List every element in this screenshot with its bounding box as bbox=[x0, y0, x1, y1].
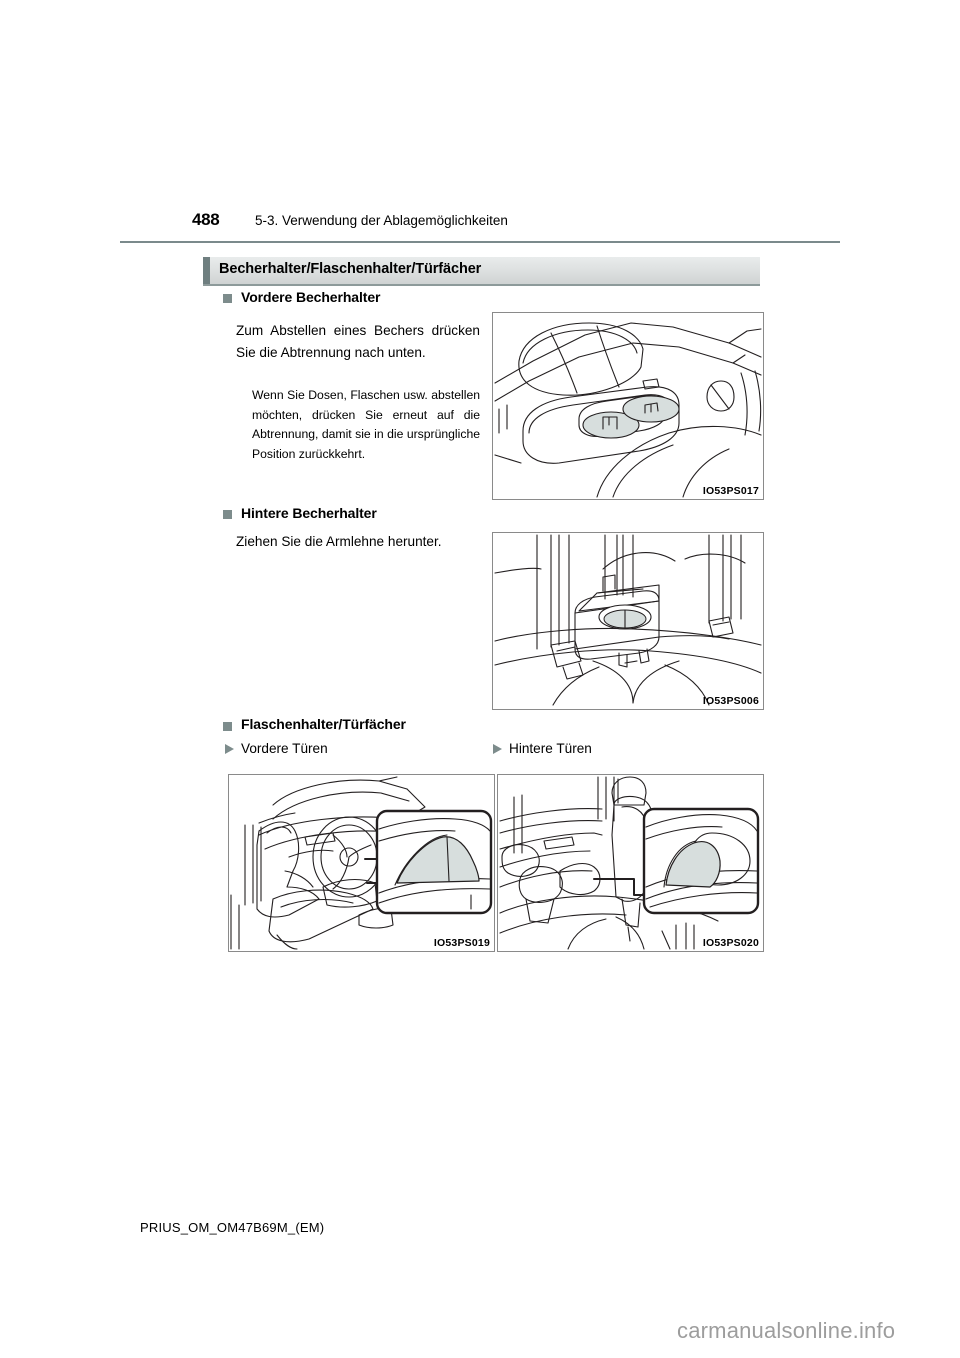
subsection-label-front-doors: Vordere Türen bbox=[241, 741, 328, 756]
block-note-front-cupholders: Wenn Sie Dosen, Flaschen usw. abstellen … bbox=[252, 388, 480, 461]
block-body-front-cupholders: Zum Abstellen eines Bechers drücken Sie … bbox=[236, 323, 480, 360]
block-body-rear-cupholders: Ziehen Sie die Armlehne herunter. bbox=[236, 534, 442, 549]
page-header: 488 5-3. Verwendung der Ablagemöglichkei… bbox=[0, 210, 960, 248]
figure-id-rear-door-pocket: IO53PS020 bbox=[702, 937, 759, 949]
square-bullet-icon bbox=[223, 722, 232, 731]
block-heading-rear-cupholders: Hintere Becherhalter bbox=[241, 505, 377, 521]
page-number: 488 bbox=[192, 210, 220, 229]
section-title-bar: Becherhalter/Flaschenhalter/Türfächer bbox=[203, 257, 760, 286]
square-bullet-icon bbox=[223, 510, 232, 519]
header-divider bbox=[120, 241, 840, 243]
figure-front-cupholders: IO53PS017 bbox=[492, 312, 764, 500]
figure-rear-cupholders: IO53PS006 bbox=[492, 532, 764, 710]
block-heading-bottle-door-pockets: Flaschenhalter/Türfächer bbox=[241, 716, 406, 732]
figure-id-front-door-pocket: IO53PS019 bbox=[433, 937, 490, 949]
triangle-bullet-icon bbox=[493, 744, 502, 754]
figure-id-rear-cupholders: IO53PS006 bbox=[702, 695, 759, 707]
breadcrumb: 5-3. Verwendung der Ablagemöglichkeiten bbox=[255, 213, 508, 228]
figure-front-door-pocket: IO53PS019 bbox=[228, 774, 495, 952]
footer-document-code: PRIUS_OM_OM47B69M_(EM) bbox=[140, 1220, 325, 1235]
section-title: Becherhalter/Flaschenhalter/Türfächer bbox=[219, 261, 482, 277]
triangle-bullet-icon bbox=[225, 744, 234, 754]
section-accent-bar bbox=[203, 257, 210, 284]
subsection-label-rear-doors: Hintere Türen bbox=[509, 741, 592, 756]
figure-id-front-cupholders: IO53PS017 bbox=[702, 485, 759, 497]
figure-rear-door-pocket: IO53PS020 bbox=[497, 774, 764, 952]
square-bullet-icon bbox=[223, 294, 232, 303]
site-watermark: carmanualsonline.info bbox=[677, 1318, 896, 1343]
block-heading-front-cupholders: Vordere Becherhalter bbox=[241, 289, 381, 305]
